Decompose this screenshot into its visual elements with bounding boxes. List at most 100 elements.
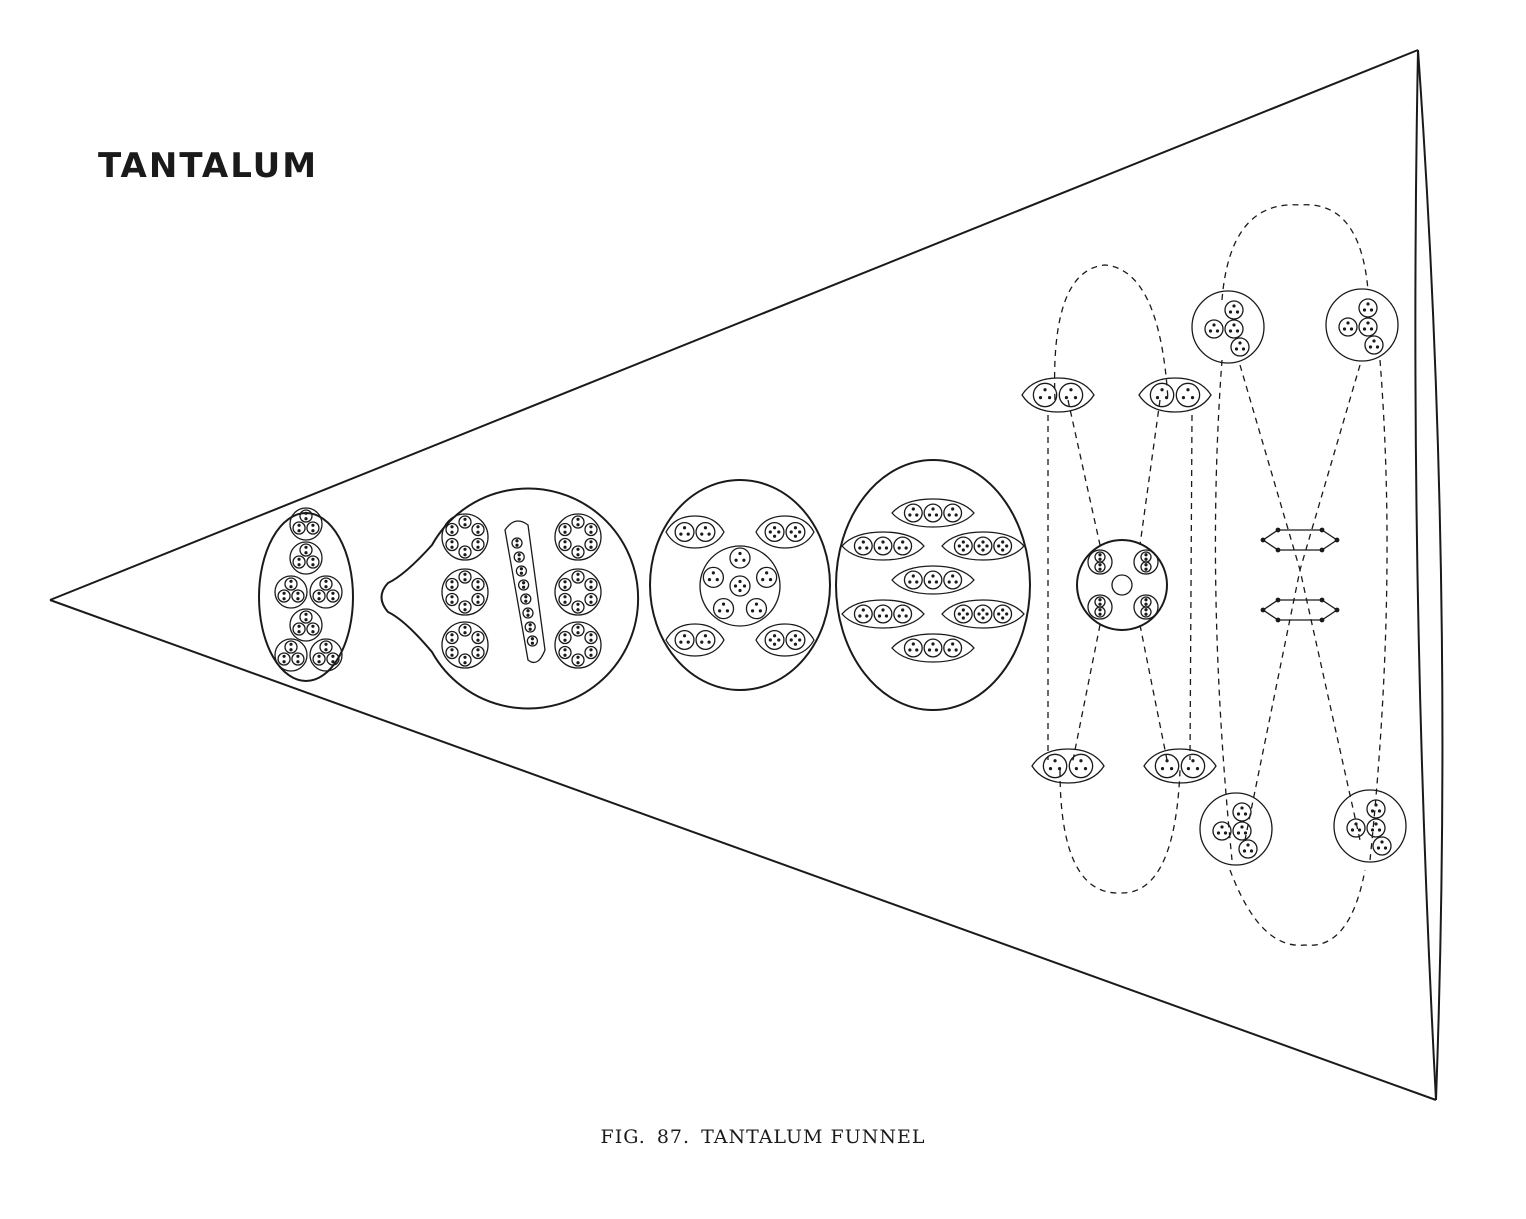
particle-dot bbox=[530, 641, 535, 645]
atom-circle bbox=[558, 592, 572, 607]
particle-dot bbox=[463, 547, 467, 551]
atom-circle bbox=[326, 652, 340, 666]
particle-dot bbox=[772, 534, 777, 538]
particle-dot bbox=[877, 614, 882, 618]
cluster-circle bbox=[1199, 792, 1273, 866]
atom-circle bbox=[903, 503, 923, 523]
particle-dot bbox=[563, 580, 567, 584]
particle-dot bbox=[1160, 388, 1164, 392]
particle-dot bbox=[858, 614, 862, 618]
lens-shape bbox=[941, 599, 1025, 629]
atom-circle bbox=[584, 522, 598, 537]
particle-dot bbox=[1005, 612, 1009, 616]
rod-shape bbox=[504, 520, 546, 664]
atom-circle bbox=[953, 536, 973, 556]
particle-dot bbox=[1334, 607, 1340, 613]
particle-dot bbox=[589, 545, 593, 549]
particle-dot bbox=[911, 574, 915, 578]
atom-circle bbox=[513, 551, 525, 563]
particle-dot bbox=[1236, 812, 1241, 816]
particle-dot bbox=[589, 633, 593, 637]
particle-dot bbox=[1073, 396, 1078, 400]
atom-circle bbox=[903, 570, 923, 590]
particle-dot bbox=[951, 574, 955, 578]
diagram-title: TANTALUM bbox=[98, 146, 319, 186]
particle-dot bbox=[1083, 767, 1088, 771]
particle-dot bbox=[317, 654, 321, 658]
particle-dot bbox=[1144, 567, 1148, 571]
particle-dot bbox=[682, 634, 687, 638]
particle-dot bbox=[589, 580, 593, 584]
particle-dot bbox=[450, 580, 454, 584]
atom-circle bbox=[1224, 300, 1244, 320]
figure-caption: FIG. 87. TANTALUM FUNNEL bbox=[0, 1126, 1526, 1148]
particle-dot bbox=[1374, 803, 1378, 807]
cluster-circle bbox=[309, 575, 343, 609]
atom-circle bbox=[524, 621, 536, 633]
particle-dot bbox=[576, 572, 580, 576]
particle-dot bbox=[476, 595, 480, 599]
particle-dot bbox=[282, 591, 286, 595]
particle-dot bbox=[1370, 809, 1375, 813]
particle-dot bbox=[522, 585, 526, 589]
cluster-circle bbox=[309, 638, 343, 672]
particle-dot bbox=[707, 532, 711, 536]
particle-dot bbox=[476, 585, 480, 589]
particle-dot bbox=[304, 618, 308, 622]
particle-dot bbox=[738, 588, 742, 593]
particle-dot bbox=[463, 517, 467, 521]
particle-dot bbox=[450, 540, 454, 544]
particle-dot bbox=[576, 517, 580, 521]
particle-dot bbox=[977, 612, 981, 616]
particle-dot bbox=[311, 563, 315, 567]
cluster-circle bbox=[699, 545, 781, 627]
particle-dot bbox=[1243, 831, 1248, 835]
particle-dot bbox=[1164, 396, 1169, 400]
atom-circle bbox=[458, 570, 472, 584]
particle-dot bbox=[947, 648, 951, 652]
particle-dot bbox=[768, 638, 772, 642]
particle-dot bbox=[738, 579, 742, 584]
lens-shape bbox=[891, 565, 975, 595]
atom-circle bbox=[873, 604, 893, 624]
particle-dot bbox=[777, 638, 781, 642]
particle-dot bbox=[1098, 567, 1102, 571]
particle-dot bbox=[1235, 310, 1240, 314]
particle-dot bbox=[317, 591, 321, 595]
atom-circle bbox=[973, 536, 993, 556]
cluster-circle bbox=[554, 568, 602, 616]
atom-circle bbox=[571, 623, 585, 637]
particle-dot bbox=[934, 648, 939, 652]
particle-dot bbox=[576, 578, 580, 582]
particle-dot bbox=[901, 540, 905, 544]
atom-circle bbox=[471, 522, 485, 537]
atom-circle bbox=[923, 638, 943, 658]
atom-circle bbox=[1230, 337, 1250, 357]
atom-circle bbox=[923, 503, 943, 523]
particle-dot bbox=[463, 625, 467, 629]
particle-dot bbox=[738, 551, 742, 556]
atom-circle bbox=[755, 566, 778, 588]
particle-dot bbox=[1098, 612, 1102, 616]
particle-dot bbox=[526, 609, 530, 613]
particle-dot bbox=[1232, 304, 1236, 308]
atom-circle bbox=[326, 589, 340, 603]
atom-circle bbox=[1358, 298, 1378, 318]
atom-circle bbox=[291, 589, 305, 603]
particle-dot bbox=[750, 609, 755, 613]
atom-circle bbox=[319, 577, 333, 591]
atom-circle bbox=[471, 630, 485, 645]
particle-dot bbox=[463, 661, 467, 665]
particle-dot bbox=[901, 608, 905, 612]
caption-number: 87. bbox=[656, 1126, 691, 1148]
cluster-circle bbox=[441, 513, 489, 561]
particle-dot bbox=[463, 523, 467, 527]
particle-dot bbox=[526, 613, 530, 617]
particle-dot bbox=[576, 655, 580, 659]
particle-dot bbox=[324, 585, 328, 589]
particle-dot bbox=[734, 558, 738, 562]
particle-dot bbox=[927, 648, 932, 652]
particle-dot bbox=[1349, 327, 1354, 331]
particle-dot bbox=[897, 546, 901, 550]
